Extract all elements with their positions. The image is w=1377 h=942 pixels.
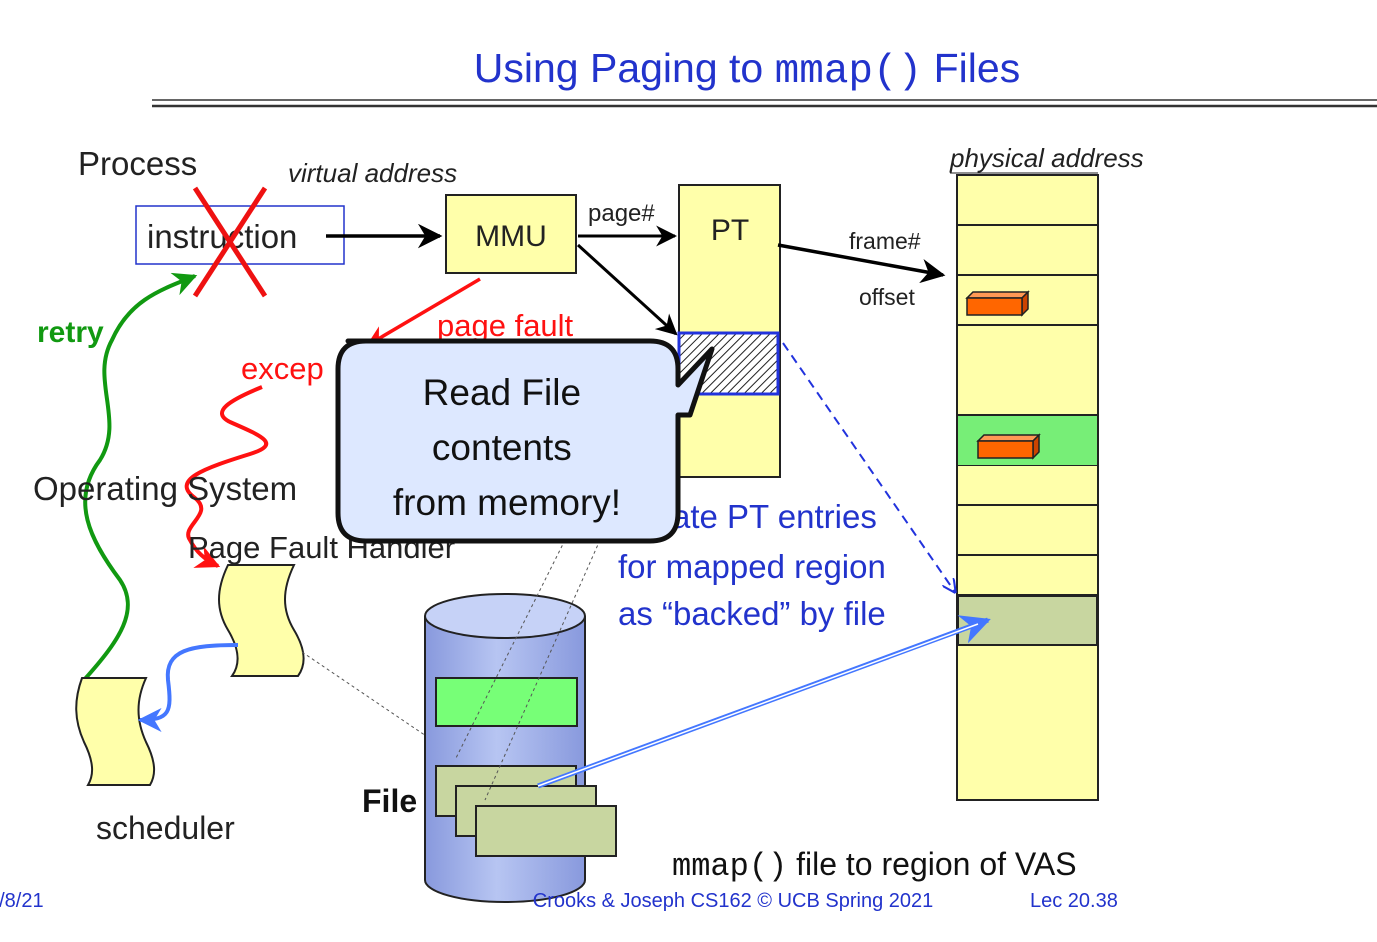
mmu-to-pt-entry-arrow [576,243,678,336]
create-pt-line2: for mapped region [618,548,886,585]
scheduler-scroll [75,677,156,786]
scheduler-label: scheduler [96,810,235,846]
orange-block-1 [965,290,1030,317]
title-code: mmap() [775,49,923,95]
page-fault-arrow [366,277,481,347]
pt-to-memory-arrow [777,243,946,284]
instruction-label: instruction [147,218,297,255]
mmap-code: mmap() [672,848,787,885]
pt-entry-to-memory-dashed [782,342,955,592]
footer-credit: Crooks & Joseph CS162 © UCB Spring 2021 [533,890,934,912]
offset-label: offset [859,284,915,310]
page-fault-handler-scroll [218,564,305,677]
callout-line2: contents [432,427,572,468]
mmu-box [445,194,577,274]
title-post: Files [922,45,1020,91]
exception-squiggle [184,385,268,568]
create-pt-line3: as “backed” by file [618,595,886,632]
virtual-address-label: virtual address [288,158,457,188]
footer-lecture: Lec 20.38 [1030,890,1118,912]
handler-to-disk-dashed [301,651,435,742]
handler-to-scheduler-arrow [137,643,239,732]
page-num-label: page# [588,200,655,227]
create-pt-text: ate PT entries for mapped region as “bac… [618,498,895,632]
frame-num-label: frame# [849,228,921,254]
instruction-cross-b [192,186,268,298]
orange-block-2 [976,433,1041,460]
physical-memory [956,174,1099,801]
exception-label: excep [241,351,324,386]
callout-line1: Read File [423,372,581,413]
callout-text: Read File contents from memory! [393,372,621,523]
title-pre: Using Paging to [474,45,775,91]
disk-green-block [435,677,578,727]
operating-system-label: Operating System [33,470,297,507]
callout-line3: from memory! [393,482,621,523]
file-to-memory-arrow-inner [537,623,979,787]
pt-label: PT [711,214,749,247]
footer-date: 4/8/21 [0,890,44,912]
process-label: Process [78,145,197,182]
page-table-box [678,184,781,478]
mmap-caption: mmap() file to region of VAS [672,846,1077,885]
slide-title: Using Paging to mmap() Files [474,45,1020,95]
create-pt-line1: ate PT entries [672,498,877,535]
retry-arrow [82,272,198,682]
physical-address-label: physical address [949,143,1144,173]
file-label: File [362,783,417,819]
retry-label: retry [37,316,104,349]
mmu-label: MMU [475,220,547,253]
mmap-text: file to region of VAS [787,846,1076,882]
page-fault-label: page fault [437,308,574,343]
callout-bubble [335,338,715,544]
file-block-3 [475,805,617,857]
memory-mapped-frame [957,595,1098,646]
callout-to-disk-dashed [454,539,601,801]
